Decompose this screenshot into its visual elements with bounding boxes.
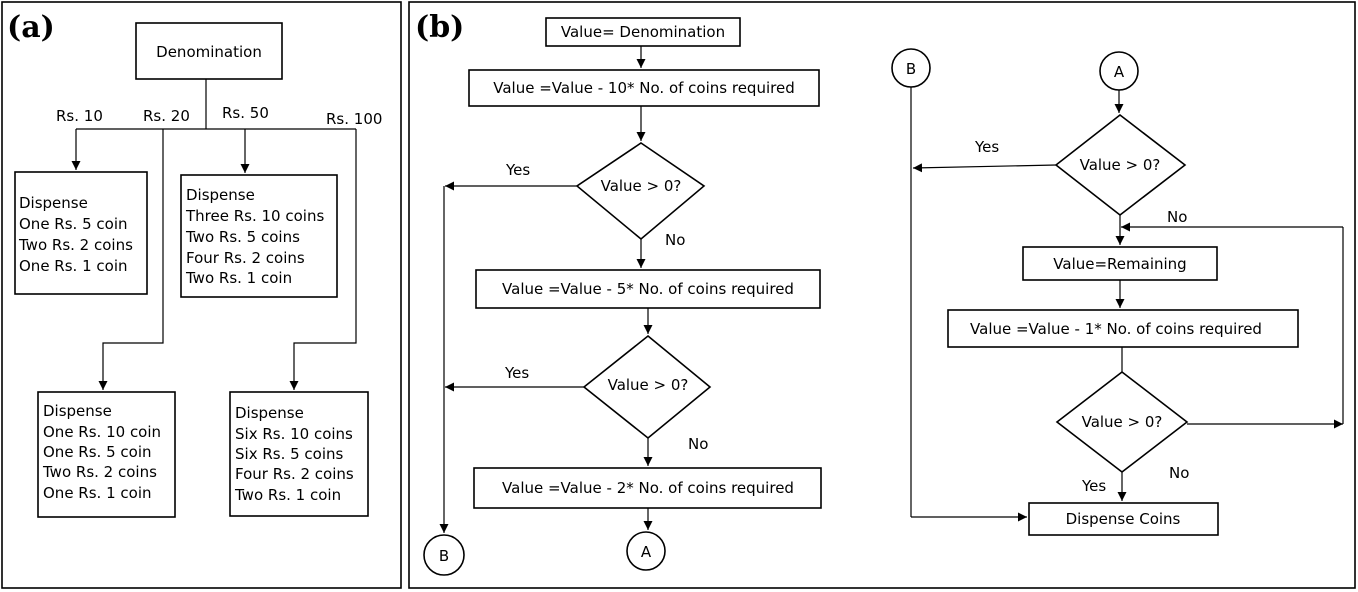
dispense-line: Four Rs. 2 coins — [235, 465, 354, 483]
dispense-box-rs20 — [37, 391, 176, 518]
panel-a: (a) Denomination Rs. 10 Rs. 20 Rs. 50 Rs… — [1, 1, 402, 589]
connector-b-in-label: B — [906, 60, 916, 78]
yes-label-2: Yes — [504, 364, 529, 382]
yes-label-4: Yes — [1081, 477, 1106, 495]
dispense-line: One Rs. 5 coin — [43, 443, 152, 461]
yes-label-1: Yes — [505, 161, 530, 179]
step5-label: Value =Value - 5* No. of coins required — [502, 280, 794, 298]
dispense-coins-box — [1028, 502, 1219, 536]
dispense-line: Six Rs. 5 coins — [235, 445, 344, 463]
dispense-box-rs100 — [229, 391, 369, 517]
connector-b-out-label: B — [439, 547, 449, 565]
panel-b: (b) Value= Denomination Value =Value - 1… — [408, 1, 1356, 589]
dispense-line: One Rs. 1 coin — [43, 484, 152, 502]
dispense-coins-label: Dispense Coins — [1066, 510, 1181, 528]
dispense-line: One Rs. 10 coin — [43, 423, 161, 441]
no-label-2: No — [688, 435, 708, 453]
rs20-arrow — [98, 129, 164, 390]
decision-label-1: Value > 0? — [601, 177, 682, 195]
panel-a-frame — [1, 1, 402, 589]
dispense-line: Dispense — [43, 402, 112, 420]
decision-label-4: Value > 0? — [1082, 413, 1163, 431]
step2-label: Value =Value - 2* No. of coins required — [502, 479, 794, 497]
connector-a-out — [626, 531, 666, 571]
panel-b-frame — [408, 1, 1356, 589]
dispense-line: Two Rs. 1 coin — [185, 269, 292, 287]
rs100-arrow — [289, 129, 357, 390]
dispense-line: One Rs. 5 coin — [19, 215, 128, 233]
start-label: Value= Denomination — [561, 23, 725, 41]
dispense-line: Two Rs. 1 coin — [234, 486, 341, 504]
step1-label: Value =Value - 1* No. of coins required — [970, 320, 1262, 338]
connector-b-out — [423, 534, 465, 576]
branch-label-rs20: Rs. 20 — [143, 107, 190, 125]
denomination-label: Denomination — [156, 43, 262, 61]
no-label-3: No — [1167, 208, 1187, 226]
dispense-line: Two Rs. 2 coins — [18, 236, 133, 254]
denomination-box — [135, 22, 283, 80]
no-label-4: No — [1169, 464, 1189, 482]
branch-label-rs10: Rs. 10 — [56, 107, 103, 125]
decision-label-3: Value > 0? — [1080, 156, 1161, 174]
panel-a-label: (a) — [7, 10, 55, 45]
dispense-line: Three Rs. 10 coins — [185, 207, 324, 225]
dispense-line: Two Rs. 2 coins — [42, 463, 157, 481]
dispense-line: Four Rs. 2 coins — [186, 249, 305, 267]
decision-label-2: Value > 0? — [608, 376, 689, 394]
dispense-line: One Rs. 1 coin — [19, 257, 128, 275]
no-label-1: No — [665, 231, 685, 249]
remaining-box — [1022, 246, 1218, 281]
step10-label: Value =Value - 10* No. of coins required — [493, 79, 794, 97]
branch-label-rs100: Rs. 100 — [326, 110, 382, 128]
panel-b-label: (b) — [415, 10, 464, 45]
dispense-line: Dispense — [186, 186, 255, 204]
dispense-line: Two Rs. 5 coins — [185, 228, 300, 246]
yes-arrow-3 — [912, 163, 1057, 173]
branch-label-rs50: Rs. 50 — [222, 104, 269, 122]
step1-box — [947, 309, 1299, 348]
remaining-label: Value=Remaining — [1053, 255, 1186, 273]
step10-box — [468, 69, 820, 107]
dispense-line: Six Rs. 10 coins — [235, 425, 353, 443]
dispense-box-rs50 — [180, 174, 338, 298]
step2-box — [473, 467, 822, 509]
yes-label-3: Yes — [974, 138, 999, 156]
connector-a-out-label: A — [641, 543, 652, 561]
dispense-line: Dispense — [19, 194, 88, 212]
connector-a-in-label: A — [1114, 63, 1125, 81]
dispense-line: Dispense — [235, 404, 304, 422]
start-box — [545, 17, 741, 47]
dispense-box-rs10 — [14, 171, 148, 295]
